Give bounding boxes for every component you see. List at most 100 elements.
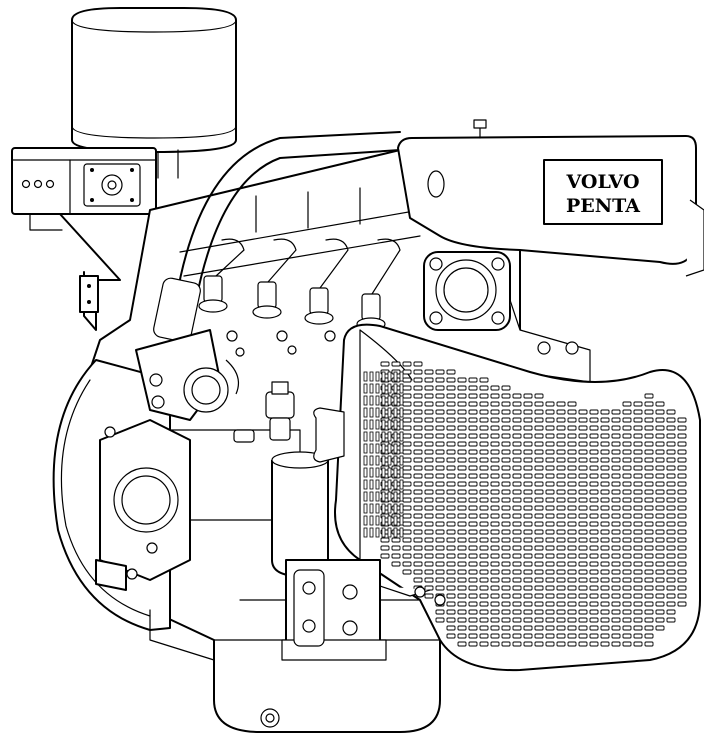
- perforation-slot: [600, 577, 610, 583]
- perforation-slot: [402, 465, 412, 471]
- perforation-slot: [655, 441, 665, 447]
- perforation-slot: [479, 625, 489, 631]
- perforation-slot: [399, 407, 404, 418]
- perforation-slot: [490, 569, 500, 575]
- perforation-slot: [666, 529, 676, 535]
- perforation-slot: [622, 417, 632, 423]
- perforation-slot: [611, 449, 621, 455]
- perforation-slot: [600, 625, 610, 631]
- perforation-slot: [523, 457, 533, 463]
- perforation-slot: [578, 433, 588, 439]
- perforation-slot: [523, 553, 533, 559]
- perforation-slot: [435, 409, 445, 415]
- perforation-slot: [512, 513, 522, 519]
- perforation-slot: [457, 401, 467, 407]
- perforation-slot: [611, 577, 621, 583]
- perforation-slot: [413, 473, 423, 479]
- perforation-slot: [589, 593, 599, 599]
- perforation-slot: [578, 417, 588, 423]
- perforation-slot: [413, 537, 423, 543]
- perforation-slot: [523, 585, 533, 591]
- perforation-slot: [457, 377, 467, 383]
- perforation-slot: [655, 553, 665, 559]
- perforation-slot: [655, 537, 665, 543]
- perforation-slot: [501, 617, 511, 623]
- perforation-slot: [556, 505, 566, 511]
- perforation-slot: [387, 479, 392, 490]
- perforation-slot: [512, 529, 522, 535]
- perforation-slot: [622, 569, 632, 575]
- perforation-slot: [424, 521, 434, 527]
- perforation-slot: [446, 633, 456, 639]
- perforation-slot: [413, 569, 423, 575]
- perforation-slot: [424, 497, 434, 503]
- perforation-slot: [381, 431, 386, 442]
- perforation-slot: [479, 633, 489, 639]
- perforation-slot: [589, 425, 599, 431]
- perforation-slot: [490, 625, 500, 631]
- perforation-slot: [600, 425, 610, 431]
- perforation-slot: [435, 393, 445, 399]
- perforation-slot: [391, 545, 401, 551]
- perforation-slot: [490, 481, 500, 487]
- perforation-slot: [534, 569, 544, 575]
- perforation-slot: [534, 537, 544, 543]
- perforation-slot: [490, 521, 500, 527]
- perforation-slot: [611, 529, 621, 535]
- perforation-slot: [399, 491, 404, 502]
- perforation-slot: [490, 633, 500, 639]
- perforation-slot: [424, 465, 434, 471]
- perforation-slot: [490, 457, 500, 463]
- perforation-slot: [490, 537, 500, 543]
- perforation-slot: [387, 371, 392, 382]
- perforation-slot: [633, 441, 643, 447]
- perforation-slot: [435, 369, 445, 375]
- perforation-slot: [633, 505, 643, 511]
- perforation-slot: [501, 433, 511, 439]
- perforation-slot: [677, 417, 687, 423]
- perforation-slot: [468, 425, 478, 431]
- perforation-slot: [435, 521, 445, 527]
- perforation-slot: [578, 593, 588, 599]
- perforation-slot: [523, 601, 533, 607]
- perforation-slot: [622, 433, 632, 439]
- perforation-slot: [600, 481, 610, 487]
- perforation-slot: [534, 401, 544, 407]
- perforation-slot: [446, 377, 456, 383]
- perforation-slot: [633, 529, 643, 535]
- perforation-slot: [633, 561, 643, 567]
- block-bolts: [226, 330, 336, 357]
- perforation-slot: [424, 537, 434, 543]
- perforation-slot: [490, 585, 500, 591]
- perforation-slot: [457, 601, 467, 607]
- perforation-slot: [501, 609, 511, 615]
- perforation-slot: [633, 481, 643, 487]
- perforation-slot: [501, 441, 511, 447]
- perforation-slot: [534, 449, 544, 455]
- perforation-slot: [424, 529, 434, 535]
- perforation-slot: [556, 401, 566, 407]
- perforation-slot: [387, 383, 392, 394]
- perforation-slot: [512, 505, 522, 511]
- perforation-slot: [556, 409, 566, 415]
- perforation-slot: [611, 521, 621, 527]
- perforation-slot: [589, 529, 599, 535]
- perforation-slot: [457, 457, 467, 463]
- perforation-slot: [611, 505, 621, 511]
- perforation-slot: [424, 441, 434, 447]
- perforation-slot: [457, 433, 467, 439]
- perforation-slot: [600, 609, 610, 615]
- perforation-slot: [677, 505, 687, 511]
- perforation-slot: [677, 425, 687, 431]
- perforation-slot: [600, 641, 610, 647]
- perforation-slot: [387, 515, 392, 526]
- perforation-slot: [387, 455, 392, 466]
- perforation-slot: [479, 585, 489, 591]
- perforation-slot: [479, 529, 489, 535]
- perforation-slot: [578, 545, 588, 551]
- perforation-slot: [677, 481, 687, 487]
- perforation-slot: [633, 497, 643, 503]
- perforation-slot: [655, 497, 665, 503]
- perforation-slot: [457, 497, 467, 503]
- perforation-slot: [523, 521, 533, 527]
